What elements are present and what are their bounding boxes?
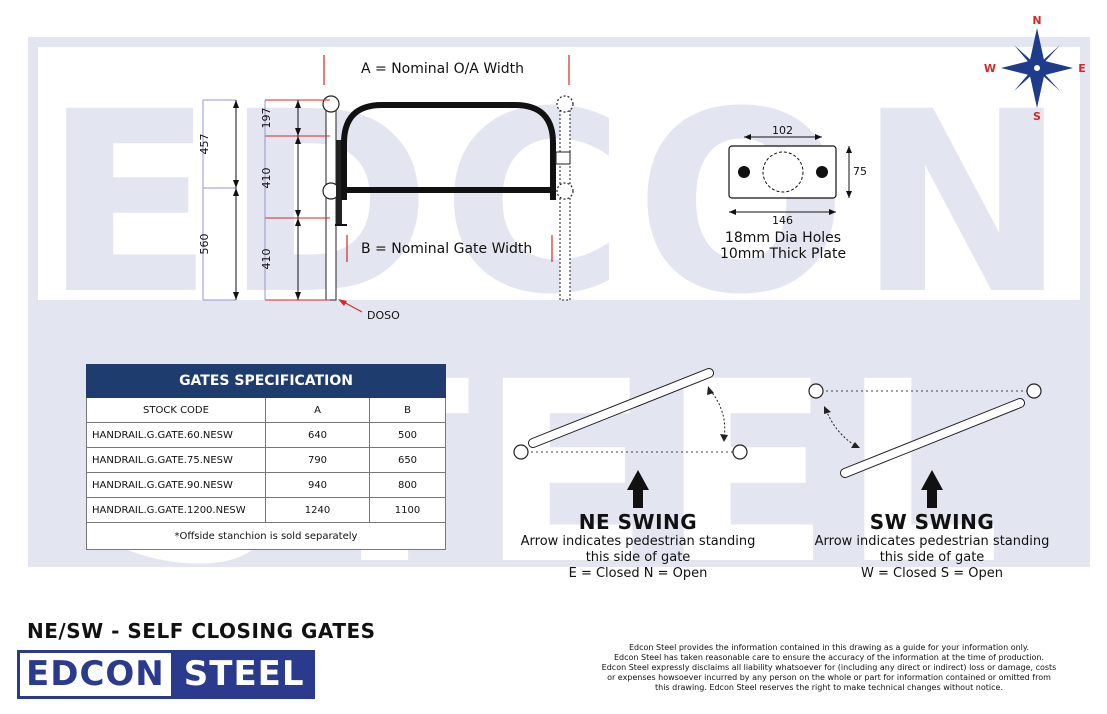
compass-s: S [1033,110,1041,123]
ne-swing-line1: Arrow indicates pedestrian standing [520,534,756,549]
table-row: HANDRAIL.G.GATE.1200.NESW 1240 1100 [86,497,446,523]
watermark-inner [38,47,1080,300]
ne-swing-line2: this side of gate [585,550,691,565]
dim-197: 197 [260,108,273,129]
table-row: HANDRAIL.G.GATE.90.NESW 940 800 [86,472,446,498]
dim-410-upper: 410 [260,168,273,189]
cell-b: 650 [369,447,446,473]
logo-steel: STEEL [173,650,315,699]
header-b: B [369,397,446,423]
header-stock-code: STOCK CODE [86,397,266,423]
disclaimer-line: Edcon Steel provides the information con… [628,643,1030,652]
compass-e: E [1078,62,1086,75]
compass-w: W [984,62,996,75]
cell-stock-code: HANDRAIL.G.GATE.1200.NESW [86,497,266,523]
table-row: HANDRAIL.G.GATE.60.NESW 640 500 [86,422,446,448]
table-header-row: STOCK CODE A B [86,397,446,423]
label-doso: DOSO [367,309,400,322]
sw-swing-title: SW SWING [869,510,995,534]
label-a-width: A = Nominal O/A Width [361,61,525,77]
disclaimer-line: Edcon Steel expressly disclaims all liab… [601,663,1057,672]
sw-swing-line1: Arrow indicates pedestrian standing [814,534,1050,549]
label-b-width: B = Nominal Gate Width [361,241,533,257]
sw-swing-line2: this side of gate [879,550,985,565]
header-a: A [265,397,370,423]
disclaimer-line: Edcon Steel has taken reasonable care to… [613,653,1045,662]
spec-table-note: *Offside stanchion is sold separately [86,522,446,550]
sw-swing-block: SW SWING Arrow indicates pedestrian stan… [782,510,1082,582]
ne-swing-title: NE SWING [578,510,698,534]
sw-swing-diagram [808,383,1042,508]
cell-a: 1240 [265,497,370,523]
cell-b: 800 [369,472,446,498]
dim-410-lower: 410 [260,249,273,270]
plate-dim-102: 102 [772,124,793,137]
disclaimer: Edcon Steel provides the information con… [585,643,1073,693]
edcon-steel-logo: EDCON STEEL [17,650,315,699]
disclaimer-line: this drawing. Edcon Steel reserves the r… [655,683,1003,692]
cell-a: 790 [265,447,370,473]
dim-560: 560 [198,234,211,255]
logo-edcon: EDCON [17,650,174,699]
gate-elevation [202,55,574,313]
cell-stock-code: HANDRAIL.G.GATE.90.NESW [86,472,266,498]
page-title: NE/SW - SELF CLOSING GATES [27,619,376,643]
cell-a: 940 [265,472,370,498]
spec-table-title: GATES SPECIFICATION [86,364,446,398]
plate-thickness-note: 10mm Thick Plate [719,246,847,262]
compass-n: N [1032,14,1041,27]
base-plate [728,134,852,215]
ne-swing-line3: E = Closed N = Open [568,566,708,581]
gates-spec-table: GATES SPECIFICATION STOCK CODE A B HANDR… [86,364,446,550]
table-row: HANDRAIL.G.GATE.75.NESW 790 650 [86,447,446,473]
sw-swing-line3: W = Closed S = Open [861,566,1003,581]
plate-holes-note: 18mm Dia Holes [724,230,842,246]
dim-457: 457 [198,134,211,155]
plate-dim-75: 75 [853,165,867,178]
compass-icon [1001,28,1073,108]
ne-swing-block: NE SWING Arrow indicates pedestrian stan… [488,510,788,582]
cell-stock-code: HANDRAIL.G.GATE.60.NESW [86,422,266,448]
cell-stock-code: HANDRAIL.G.GATE.75.NESW [86,447,266,473]
cell-a: 640 [265,422,370,448]
cell-b: 1100 [369,497,446,523]
cell-b: 500 [369,422,446,448]
ne-swing-diagram [513,368,748,508]
disclaimer-line: or expenses howsoever incurred by any pe… [607,673,1051,682]
plate-dim-146: 146 [772,214,793,227]
